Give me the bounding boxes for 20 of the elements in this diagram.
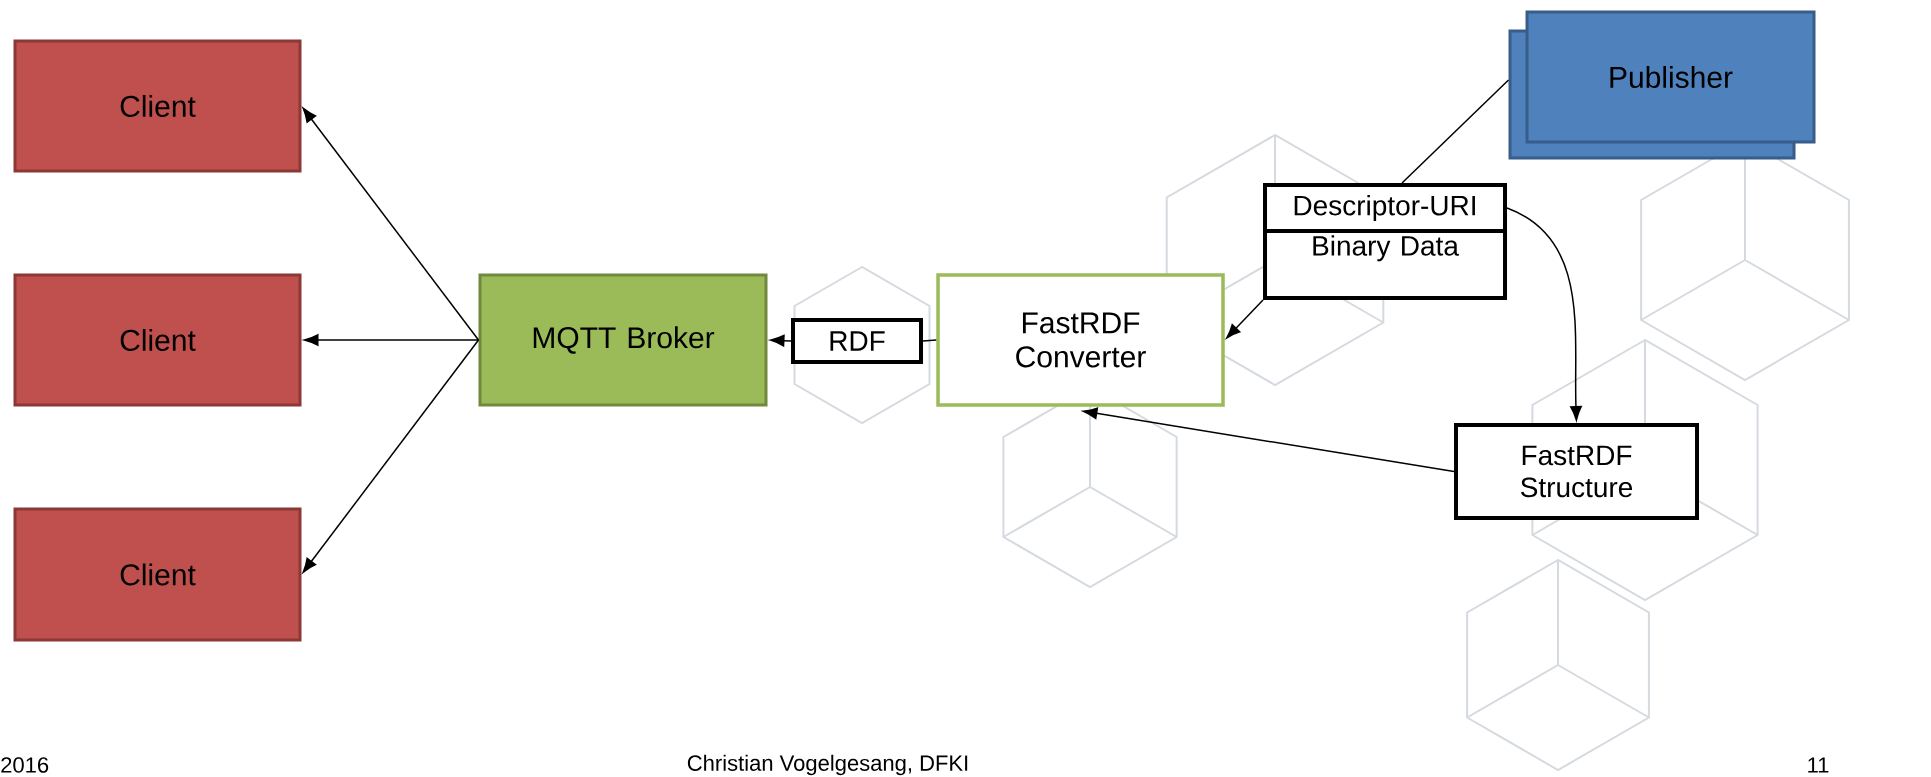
- data-box: Descriptor-URI: [1263, 183, 1507, 233]
- arrow: [302, 339, 480, 573]
- client-box: Client: [13, 39, 302, 173]
- structure-box: FastRDF Structure: [1454, 423, 1699, 520]
- footer-text: 11: [1808, 757, 1829, 773]
- client-box: Client: [13, 507, 302, 642]
- client-box: Client: [13, 273, 302, 407]
- arrow: [1506, 207, 1582, 421]
- arrow: [769, 334, 792, 347]
- data-box: RDF: [791, 318, 923, 364]
- publisher-box: Publisher: [1508, 10, 1816, 160]
- footer-text: 2016: [1, 757, 49, 773]
- broker-box: MQTT Broker: [478, 273, 768, 407]
- arrow: [1082, 407, 1455, 473]
- data-box: Binary Data: [1263, 229, 1507, 300]
- converter-box: FastRDF Converter: [936, 273, 1225, 407]
- arrow: [1226, 299, 1264, 339]
- arrow: [302, 107, 480, 341]
- arrow: [303, 334, 480, 346]
- footer-text: Christian Vogelgesang, DFKI: [687, 754, 968, 776]
